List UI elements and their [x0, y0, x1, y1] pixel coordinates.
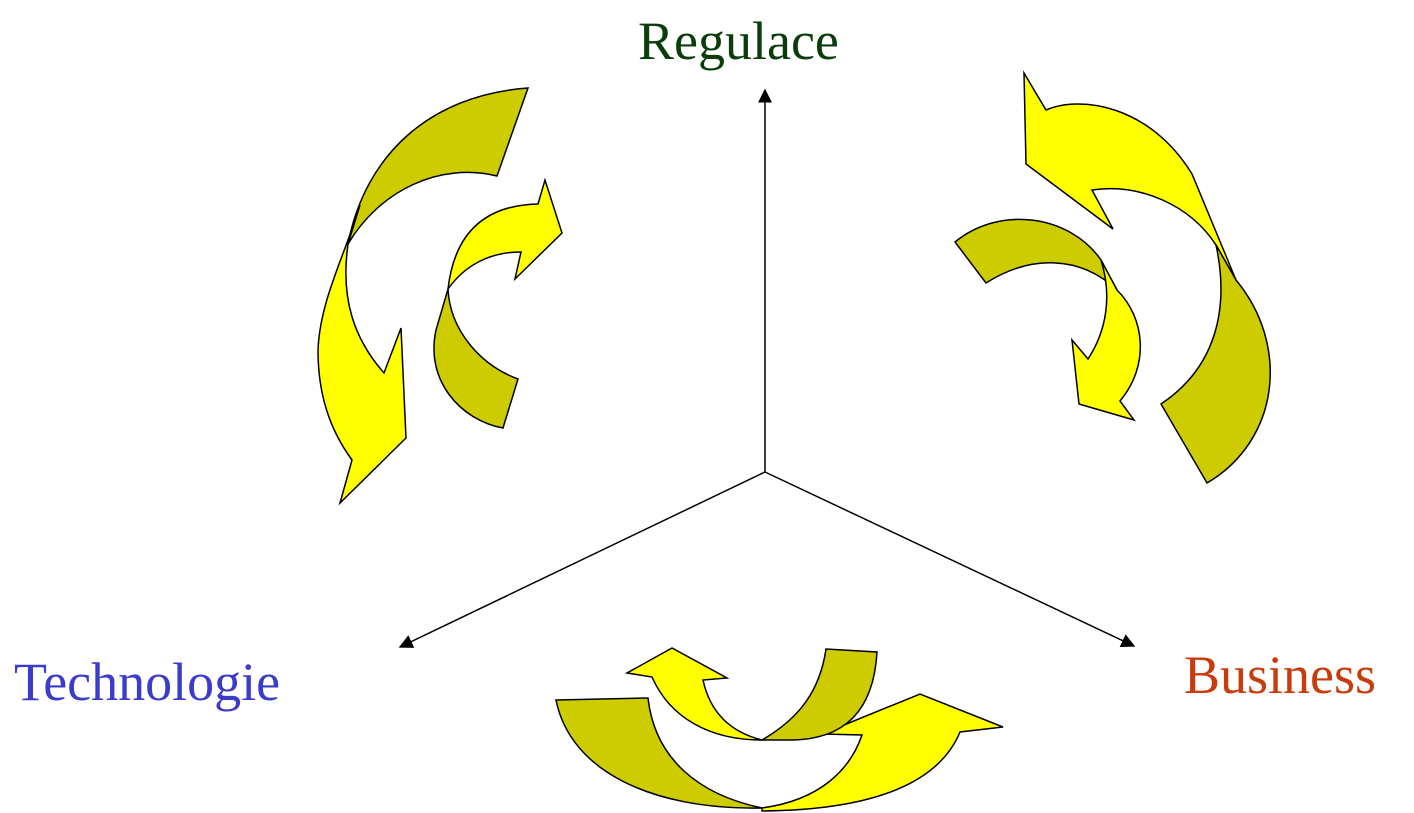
right-small-arrow-olive-band — [953, 218, 1118, 291]
axis-technologie — [398, 471, 766, 648]
left-small-arrow-olive-band — [433, 288, 519, 429]
left-small-arrow-yellow — [447, 177, 563, 290]
bottom-arrow-pair — [555, 647, 1004, 812]
bottom-large-arrow-yellow — [761, 693, 1004, 812]
left-arrow-pair — [317, 87, 563, 506]
axis-label-technologie: Technologie — [14, 652, 281, 712]
right-small-arrow-yellow — [1070, 259, 1141, 422]
axis-label-regulace: Regulace — [638, 11, 839, 71]
axis-business — [764, 471, 1136, 647]
bottom-large-arrow-olive-band — [555, 697, 763, 809]
axes — [398, 88, 1136, 648]
axis-label-business: Business — [1184, 645, 1377, 705]
right-arrow-pair — [953, 70, 1271, 485]
right-large-arrow-olive-band — [1159, 244, 1271, 485]
left-large-arrow-yellow — [317, 204, 407, 506]
bottom-small-arrow-olive-band — [759, 648, 878, 741]
